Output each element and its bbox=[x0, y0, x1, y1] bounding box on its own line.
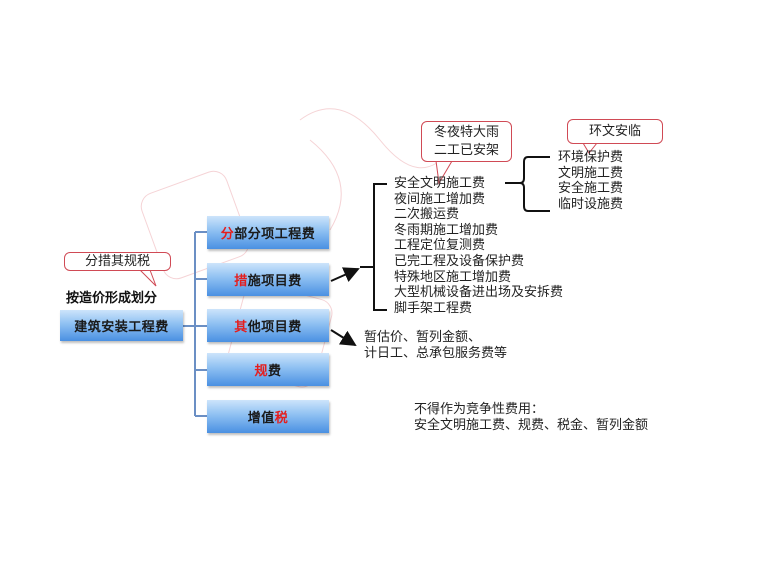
text-line: 计日工、总承包服务费等 bbox=[364, 346, 508, 361]
list-item: 特殊地区施工增加费 bbox=[394, 269, 512, 285]
list-item: 大型机械设备进出场及安拆费 bbox=[394, 285, 564, 301]
measures-item-list: 安全文明施工费 夜间施工增加费 二次搬运费 冬雨期施工增加费 工程定位复测费 已… bbox=[394, 176, 563, 316]
category-label: 费 bbox=[268, 364, 282, 379]
safety-mnemonic-callout: 环文安临 bbox=[567, 119, 663, 144]
list-item: 临时设施费 bbox=[558, 196, 624, 212]
category-highlight: 分 bbox=[220, 227, 235, 242]
callout-text: 环文安临 bbox=[588, 124, 641, 139]
caption-callout: 分措其规税 bbox=[64, 252, 171, 271]
category-highlight: 税 bbox=[274, 411, 289, 426]
callout-line: 冬夜特大雨 bbox=[433, 125, 499, 140]
note-line: 安全文明施工费、规费、税金、暂列金额 bbox=[414, 418, 649, 433]
category-label: 增值 bbox=[247, 411, 275, 426]
callout-line: 二工已安架 bbox=[433, 143, 499, 158]
caption-callout-text: 分措其规税 bbox=[84, 254, 150, 269]
safety-civilized-item-list: 环境保护费 文明施工费 安全施工费 临时设施费 bbox=[558, 150, 623, 212]
root-node-building-installation-cost: 建筑安装工程费 bbox=[60, 310, 183, 341]
category-sub-item-cost: 分部分项工程费 bbox=[207, 216, 329, 249]
list-item: 二次搬运费 bbox=[394, 207, 460, 223]
category-label: 部分项工程费 bbox=[234, 227, 316, 242]
list-item: 文明施工费 bbox=[558, 165, 624, 181]
other-items-description: 暂估价、暂列金额、 计日工、总承包服务费等 bbox=[364, 330, 507, 362]
list-item: 环境保护费 bbox=[558, 150, 624, 165]
non-competitive-fees-note: 不得作为竞争性费用： 安全文明施工费、规费、税金、暂列金额 bbox=[414, 402, 648, 434]
category-highlight: 规 bbox=[254, 364, 268, 379]
category-measures-cost: 措施项目费 bbox=[207, 263, 329, 296]
list-item: 工程定位复测费 bbox=[394, 238, 486, 254]
list-item: 冬雨期施工增加费 bbox=[394, 222, 499, 238]
category-highlight: 措 bbox=[234, 274, 248, 289]
note-line: 不得作为竞争性费用： bbox=[414, 402, 545, 417]
root-node-label: 建筑安装工程费 bbox=[74, 320, 169, 335]
text-line: 暂估价、暂列金额、 bbox=[364, 330, 482, 345]
list-item: 夜间施工增加费 bbox=[394, 191, 486, 207]
list-item: 已完工程及设备保护费 bbox=[394, 253, 525, 269]
category-label: 他项目费 bbox=[247, 320, 302, 335]
category-statutory-fees: 规费 bbox=[207, 353, 329, 386]
measures-mnemonic-callout: 冬夜特大雨 二工已安架 bbox=[421, 121, 512, 162]
list-item: 脚手架工程费 bbox=[394, 300, 473, 316]
list-item: 安全文明施工费 bbox=[394, 176, 486, 191]
category-vat: 增值税 bbox=[207, 400, 329, 433]
classification-caption: 按造价形成划分 bbox=[66, 291, 158, 306]
category-other-items-cost: 其他项目费 bbox=[207, 309, 329, 342]
list-item: 安全施工费 bbox=[558, 181, 624, 197]
category-highlight: 其 bbox=[234, 320, 248, 335]
category-label: 施项目费 bbox=[247, 274, 302, 289]
